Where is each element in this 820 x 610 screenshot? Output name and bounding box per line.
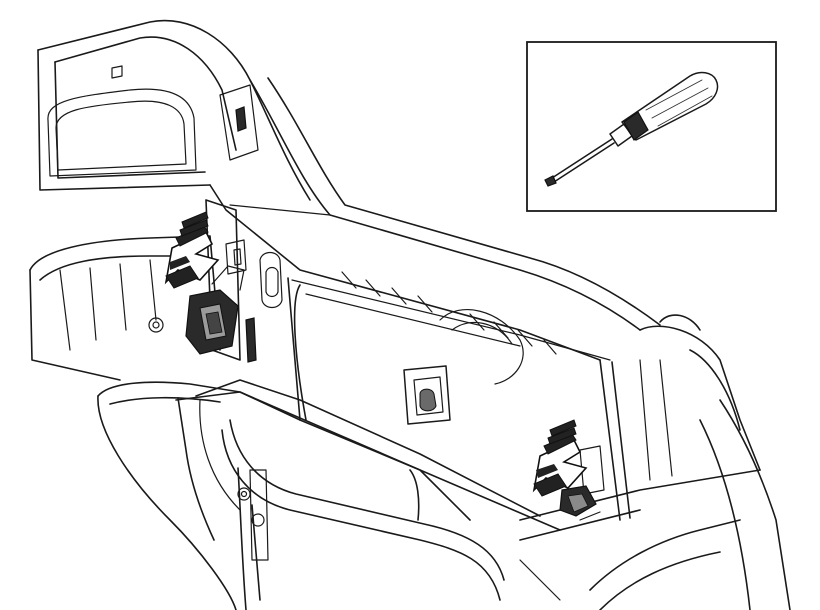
left-latch-area <box>29 199 283 381</box>
release-arrow-right-icon <box>532 419 588 497</box>
tool-inset <box>526 41 777 212</box>
right-latch-area <box>519 314 791 610</box>
center-trim-body <box>287 277 611 521</box>
release-arrow-left-icon <box>164 211 220 289</box>
trim-panel-illustration <box>29 19 791 610</box>
storage-tray <box>175 379 561 601</box>
lower-left-panel <box>97 381 301 610</box>
upper-rear-panel <box>37 19 311 201</box>
torx-screwdriver-icon <box>544 71 719 187</box>
